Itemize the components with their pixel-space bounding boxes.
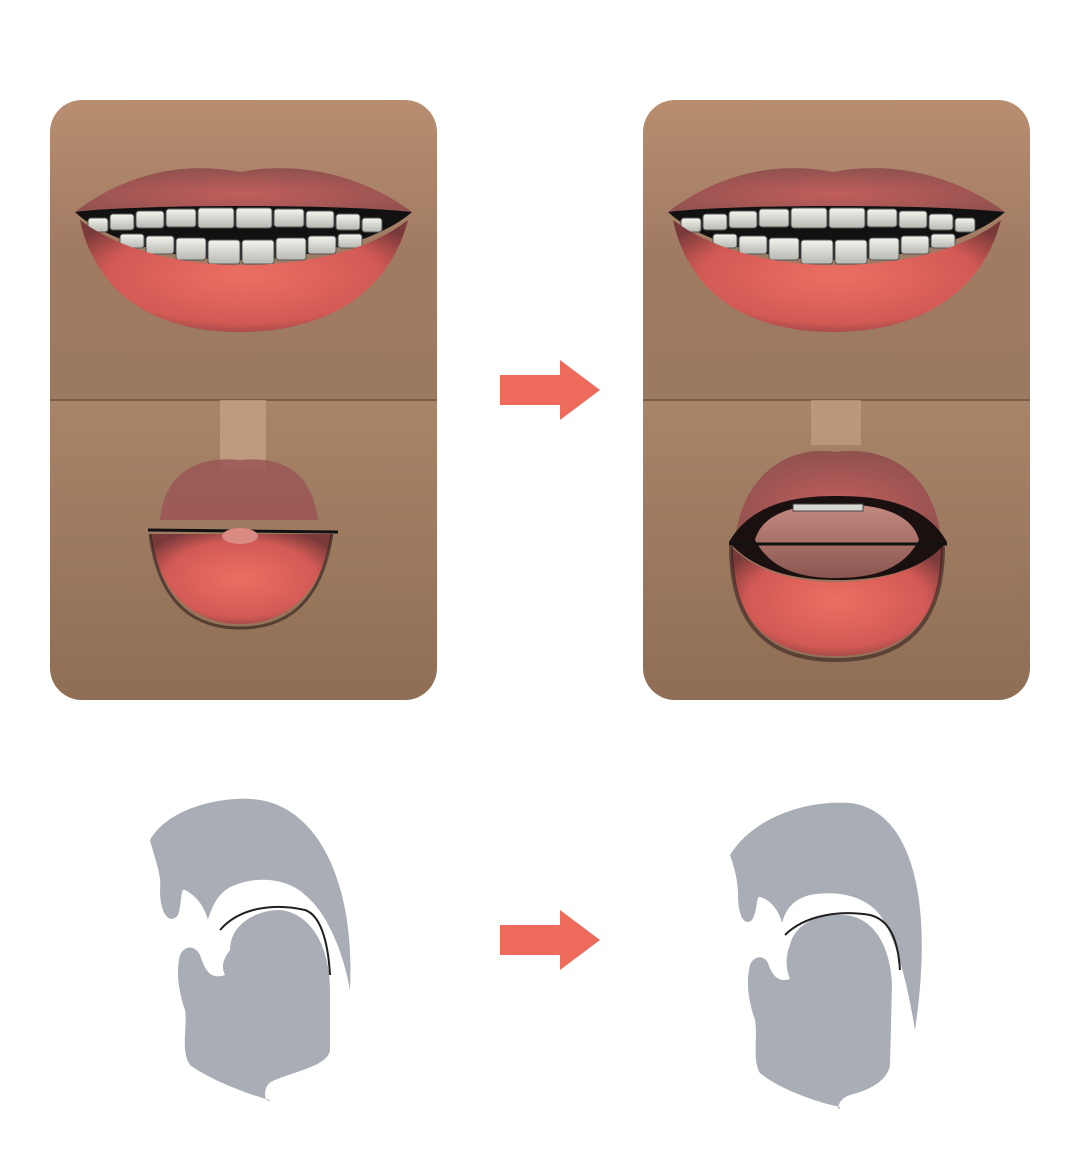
vocal-tract-section-icon bbox=[150, 798, 351, 1101]
mouth-card-left bbox=[50, 100, 437, 700]
lower-lip bbox=[673, 220, 1001, 332]
right-arrow-icon bbox=[500, 910, 600, 970]
mouth-illustration-right bbox=[643, 100, 1030, 700]
open-lower-lip bbox=[731, 546, 943, 656]
arrow-shape bbox=[500, 360, 600, 420]
vocal-tract-section-icon bbox=[730, 802, 922, 1110]
lower-lip bbox=[80, 220, 408, 332]
tongue bbox=[755, 504, 919, 578]
vocal-tract-section-left bbox=[150, 798, 351, 1101]
tongue-contour-line bbox=[219, 905, 331, 976]
right-arrow-icon bbox=[500, 360, 600, 420]
upper-teeth bbox=[680, 207, 976, 233]
palate-region bbox=[150, 798, 351, 990]
rounded-lower-lip bbox=[150, 534, 332, 624]
mouth-illustration-left bbox=[50, 100, 437, 700]
open-upper-lip bbox=[735, 450, 941, 540]
palate-region bbox=[730, 802, 922, 1030]
lower-teeth bbox=[712, 233, 956, 265]
tongue-jaw-region bbox=[747, 914, 892, 1110]
lower-teeth bbox=[119, 233, 363, 265]
upper-lip bbox=[75, 168, 412, 212]
upper-teeth bbox=[87, 207, 383, 233]
mouth-card-right bbox=[643, 100, 1030, 700]
vocal-tract-section-right bbox=[730, 802, 922, 1110]
arrow-shape bbox=[500, 910, 600, 970]
tongue-jaw-region bbox=[177, 910, 330, 1101]
upper-lip bbox=[668, 168, 1005, 212]
rounded-upper-lip bbox=[160, 459, 318, 520]
tongue-contour-line bbox=[784, 912, 901, 971]
